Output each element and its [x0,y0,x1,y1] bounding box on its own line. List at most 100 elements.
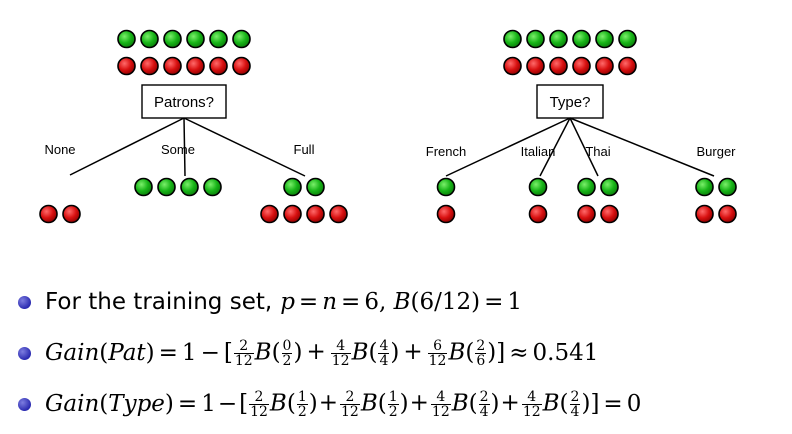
positive-example-dot [163,29,182,49]
b-value: 1 [507,289,523,315]
numerator: 2 [475,337,487,354]
paren-close: ) [471,289,481,315]
branch-label: Some [161,142,195,157]
negative-example-dot [186,56,205,76]
negative-example-dot [526,56,545,76]
positive-example-dot [572,29,591,49]
denominator: 4 [479,403,489,420]
gain-result: 0.541 [532,340,599,366]
negative-example-dot [306,204,325,224]
func-b: B [393,289,411,315]
positive-example-dot [157,177,176,197]
negative-example-dot [549,56,568,76]
paren-close: ) [487,339,497,365]
func-b: B [448,339,466,365]
branch-edge [569,117,715,177]
b-arg: 6/12 [419,289,472,315]
positive-example-dot [695,177,714,197]
func-b: B [254,339,272,365]
paren-open: ( [99,340,109,366]
positive-example-dot [600,177,619,197]
bullet-text: For the training set, [45,289,273,315]
paren-close: ) [390,339,400,365]
denominator: 2 [388,403,398,420]
func-b: B [360,390,378,416]
branch-edge [183,117,186,177]
minus-sign: − [217,391,238,417]
bullet-training-set: For the training set, p = n = 6 , B ( 6/… [18,282,522,322]
numerator: 2 [569,388,581,405]
positive-example-dot [203,177,222,197]
func-b: B [451,390,469,416]
paren-open: ( [465,339,475,365]
numerator: 2 [249,390,269,405]
negative-example-dot [163,56,182,76]
attribute-node-label: Patrons? [154,94,214,111]
denominator: 12 [234,352,253,369]
bullet-dot-icon [18,346,31,360]
denominator: 4 [570,403,580,420]
positive-example-dot [117,29,136,49]
denominator: 2 [282,352,292,369]
branch-label: Burger [696,144,736,159]
negative-example-dot [260,204,279,224]
numerator: 2 [478,388,490,405]
branch-edge [445,117,571,177]
var-n: n [322,289,338,315]
equals-sign: = [158,340,178,366]
positive-example-dot [209,29,228,49]
denominator: 12 [522,403,541,420]
paren-close: ) [490,390,500,416]
negative-example-dot [62,204,81,224]
eq-value: 6 [364,289,379,315]
paren-open: ( [271,339,281,365]
negative-example-dot [232,56,251,76]
bracket-close: ] [590,391,600,417]
plus-sign: + [409,390,429,416]
gain-arg: Pat [108,340,146,366]
equals-sign: = [484,289,504,315]
numerator: 2 [233,339,254,354]
paren-open: ( [559,390,569,416]
branch-label: None [44,142,75,157]
positive-example-dot [283,177,302,197]
paren-close: ) [145,340,155,366]
numerator: 1 [387,388,399,405]
negative-example-dot [39,204,58,224]
attribute-node-label: Type? [550,94,591,111]
positive-example-dot [180,177,199,197]
paren-open: ( [377,390,387,416]
paren-close: ) [399,390,409,416]
gain-label: Gain [45,340,100,366]
plus-sign: + [306,339,326,365]
paren-open: ( [410,289,420,315]
positive-example-dot [503,29,522,49]
gain-label: Gain [45,391,100,417]
positive-example-dot [618,29,637,49]
positive-example-dot [528,177,548,197]
positive-example-dot [436,177,456,197]
numerator: 4 [378,337,390,354]
func-b: B [542,390,560,416]
negative-example-dot [503,56,522,76]
bracket-open: [ [223,340,233,366]
approx-sign: ≈ [509,340,529,366]
plus-sign: + [318,390,338,416]
numerator: 4 [521,390,542,405]
negative-example-dot [695,204,714,224]
paren-close: ) [293,339,303,365]
positive-example-dot [718,177,737,197]
bullet-dot-icon [18,295,31,309]
denominator: 4 [379,352,389,369]
paren-close: ) [581,390,591,416]
positive-example-dot [577,177,596,197]
